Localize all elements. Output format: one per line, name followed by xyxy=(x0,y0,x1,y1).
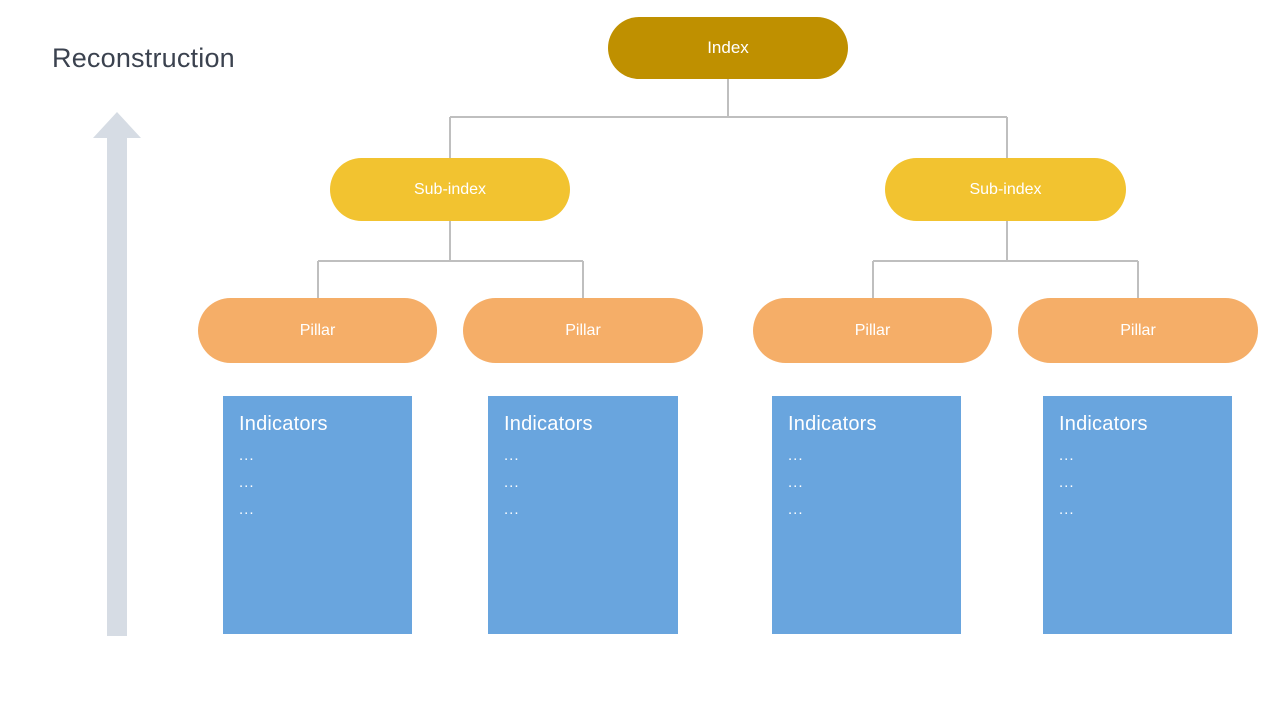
node-pillar-4[interactable]: Pillar xyxy=(1018,298,1258,363)
list-item: ... xyxy=(1059,447,1075,464)
list-item: ... xyxy=(504,474,520,491)
node-index-label: Index xyxy=(707,38,749,57)
node-subindex-2[interactable]: Sub-index xyxy=(885,158,1126,221)
list-item: ... xyxy=(788,474,804,491)
node-pillar-1[interactable]: Pillar xyxy=(198,298,437,363)
indicator-box-2[interactable]: Indicators ... ... ... xyxy=(488,396,678,634)
list-item: ... xyxy=(1059,501,1075,518)
indicator-box-3[interactable]: Indicators ... ... ... xyxy=(772,396,961,634)
list-item: ... xyxy=(788,501,804,518)
list-item: ... xyxy=(788,447,804,464)
list-item: ... xyxy=(239,447,255,464)
page-title: Reconstruction xyxy=(52,43,235,73)
node-subindex-1-label: Sub-index xyxy=(413,180,487,198)
node-index[interactable]: Index xyxy=(608,17,848,79)
indicator-box-4-title: Indicators xyxy=(1059,413,1148,435)
indicator-box-1[interactable]: Indicators ... ... ... xyxy=(223,396,412,634)
node-pillar-4-label: Pillar xyxy=(1120,321,1156,339)
list-item: ... xyxy=(239,501,255,518)
indicator-box-2-title: Indicators xyxy=(504,413,593,435)
list-item: ... xyxy=(239,474,255,491)
list-item: ... xyxy=(1059,474,1075,491)
indicator-box-4[interactable]: Indicators ... ... ... xyxy=(1043,396,1232,634)
indicator-box-1-items: ... ... ... xyxy=(239,442,412,523)
indicator-box-1-title: Indicators xyxy=(239,413,328,435)
node-pillar-1-label: Pillar xyxy=(299,321,336,339)
node-pillar-2-label: Pillar xyxy=(565,321,601,339)
node-pillar-3[interactable]: Pillar xyxy=(753,298,992,363)
indicator-box-4-items: ... ... ... xyxy=(1059,442,1232,523)
node-subindex-2-label: Sub-index xyxy=(969,180,1042,198)
list-item: ... xyxy=(504,501,520,518)
node-pillar-3-label: Pillar xyxy=(854,321,891,339)
indicator-box-3-title: Indicators xyxy=(788,413,877,435)
indicator-box-3-items: ... ... ... xyxy=(788,442,961,523)
node-subindex-1[interactable]: Sub-index xyxy=(330,158,570,221)
node-pillar-2[interactable]: Pillar xyxy=(463,298,703,363)
list-item: ... xyxy=(504,447,520,464)
indicator-box-2-items: ... ... ... xyxy=(504,442,678,523)
upward-direction-arrow xyxy=(93,112,141,636)
